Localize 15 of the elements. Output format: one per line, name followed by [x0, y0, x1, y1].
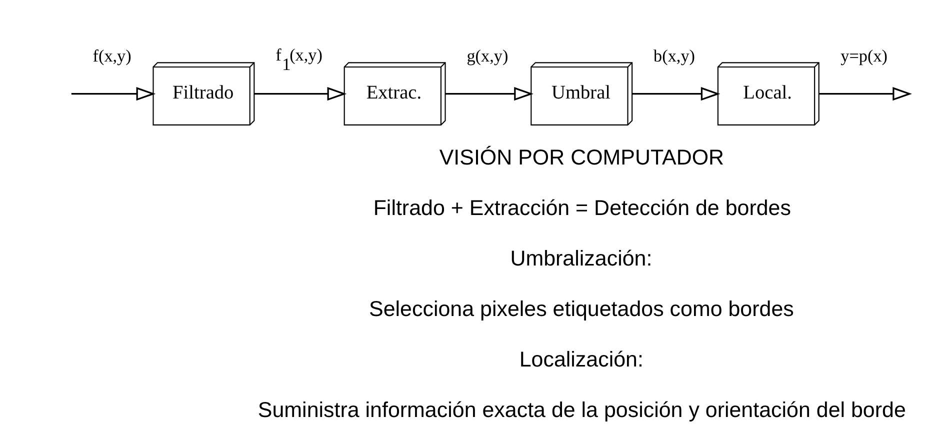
label: VISIÓN POR COMPUTADOR	[438, 145, 724, 170]
label: Suministra información exacta de la posición y orientación del borde	[257, 397, 906, 422]
arrow	[818, 86, 912, 100]
label: Selecciona pixeles etiquetados como bordes	[368, 296, 794, 321]
edge-label: g(x,y)	[466, 46, 508, 65]
arrow	[632, 86, 720, 100]
arrow	[70, 86, 156, 100]
arrow	[444, 86, 533, 100]
edge-label: f(x,y)	[92, 46, 131, 65]
label: Localización:	[518, 347, 643, 372]
edge-label: b(x,y)	[653, 46, 694, 65]
edge-label: y=p(x)	[840, 46, 888, 65]
label: Filtrado + Extracción = Detección de bordes	[372, 196, 790, 220]
label: Umbralización:	[510, 246, 652, 270]
arrow	[254, 86, 346, 100]
